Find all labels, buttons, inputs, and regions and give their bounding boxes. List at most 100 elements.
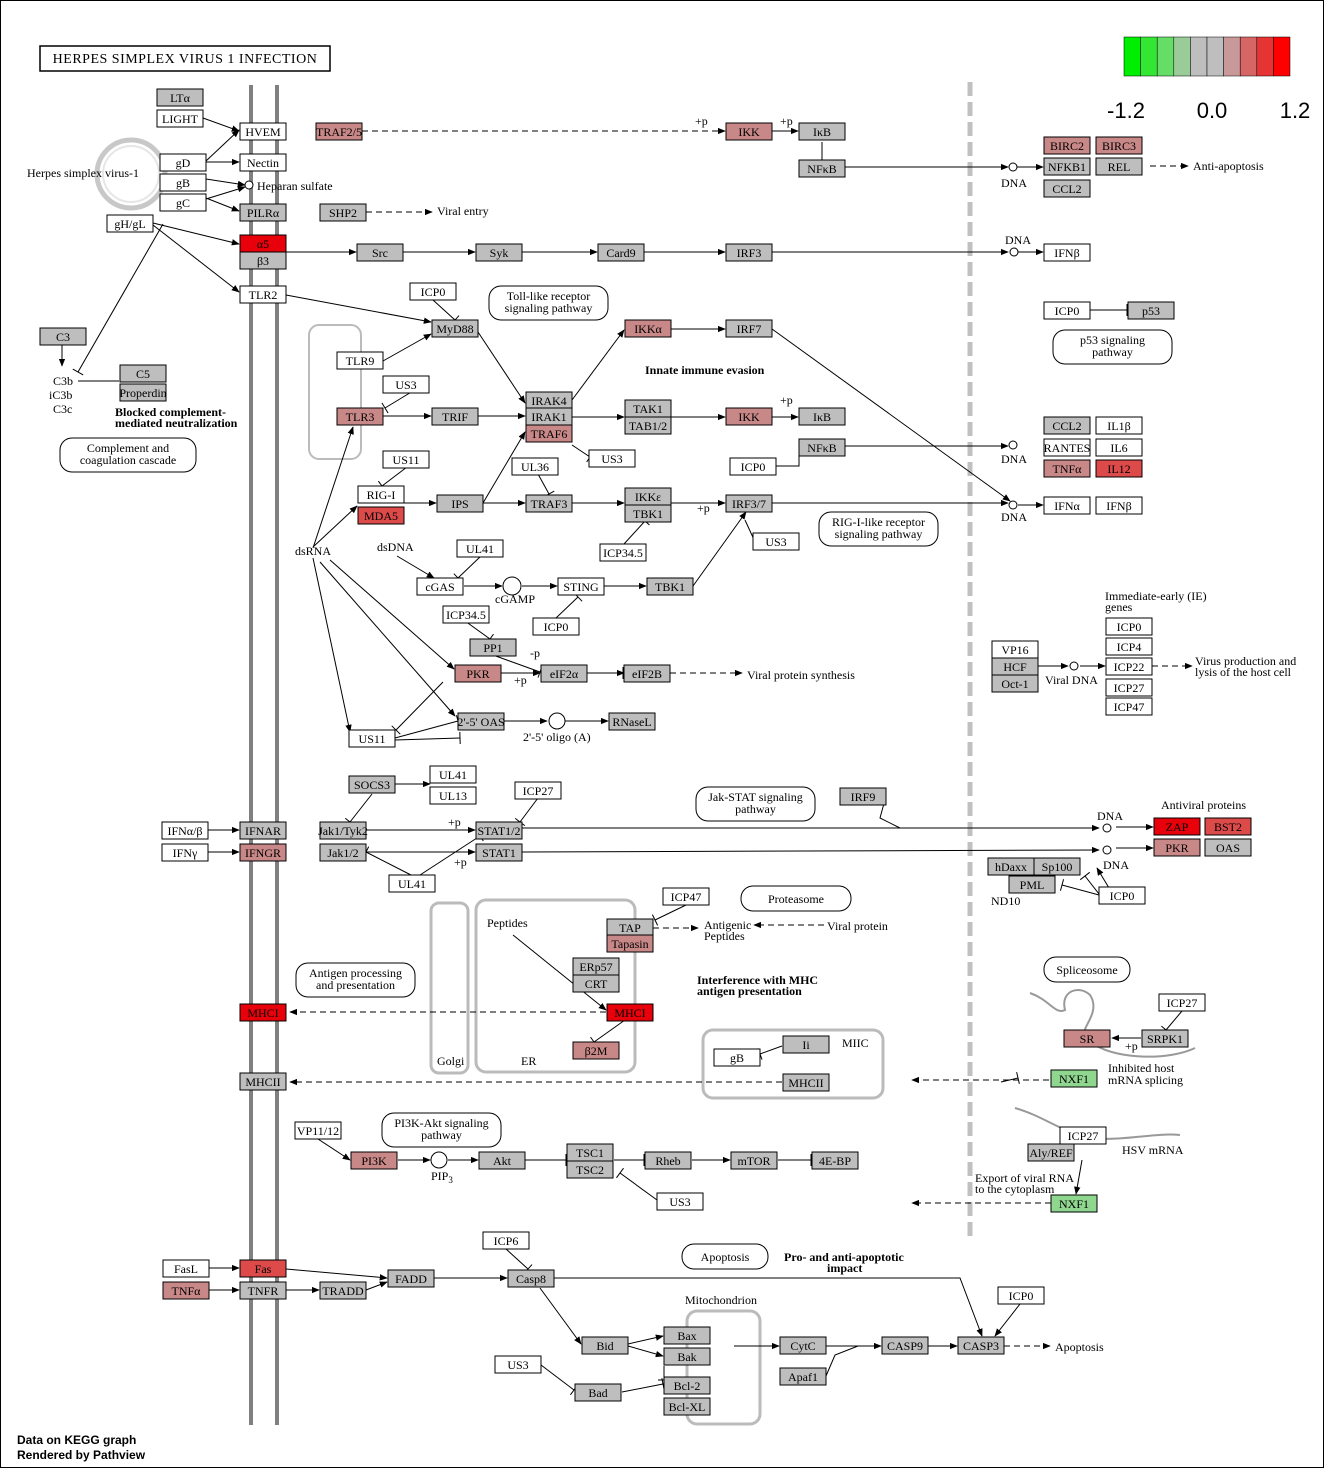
gene-node-nxf1b: NXF1 (1050, 1194, 1098, 1213)
gene-node-tbk1b: TBK1 (646, 577, 694, 596)
gene-box (162, 1281, 210, 1300)
label-inhibited2: mRNA splicing (1108, 1073, 1183, 1087)
gene-box (725, 319, 773, 338)
gene-node-tap: TAP (606, 918, 654, 937)
relation-edge (593, 1019, 626, 1043)
relation-edge (457, 555, 482, 579)
gene-label: ICP47 (671, 890, 702, 904)
gene-label: Src (372, 246, 388, 260)
gene-box (1095, 459, 1143, 478)
gene-node-ifngr: IFNGR (239, 843, 287, 862)
relation-edge (771, 328, 1011, 502)
relation-edge (1000, 1077, 1019, 1083)
gene-box (730, 1151, 778, 1170)
gene-label: CCL2 (1052, 419, 1081, 433)
gene-box (881, 1336, 929, 1355)
gene-box (663, 1397, 711, 1416)
gene-box (475, 843, 523, 862)
gene-node-crt: CRT (572, 974, 620, 993)
relation-edge (825, 1345, 859, 1377)
label-peptides: Peptides (487, 916, 528, 930)
label-ic3b: iC3b (49, 388, 72, 402)
gene-box (713, 1048, 761, 1067)
relation-edge (365, 851, 412, 876)
gene-node-shp2: SHP2 (319, 203, 367, 222)
gene-label: ICP27 (1114, 681, 1145, 695)
gene-box (436, 494, 484, 513)
relation-edge (539, 1287, 582, 1345)
gene-node-ie_icp47: ICP47 (1105, 697, 1153, 716)
legend-swatch (1140, 36, 1158, 77)
relation-edge (394, 720, 459, 739)
gene-label: mTOR (737, 1154, 770, 1168)
gene-box (1043, 157, 1091, 176)
gene-box (348, 729, 396, 748)
gene-node-jak1tyk2: Jak1/Tyk2 (318, 821, 368, 840)
pathway-label: Spliceosome (1056, 963, 1117, 977)
compound-node (1102, 845, 1112, 855)
gene-box (656, 1192, 704, 1211)
label-viral_protein: Viral protein (827, 919, 888, 933)
gene-label: Sp100 (1042, 860, 1073, 874)
relation-edge (384, 390, 414, 409)
gene-label: HCF (1003, 660, 1027, 674)
gene-node-nfkb2: NFκB (798, 438, 846, 457)
er-compartment (474, 898, 637, 1074)
inhibition-bar (1059, 879, 1065, 891)
gene-box (725, 243, 773, 262)
compound-node (1008, 500, 1018, 510)
label-dna: DNA (1001, 452, 1027, 466)
gene-label: US3 (507, 1358, 528, 1372)
gene-label: eIF2B (632, 667, 662, 681)
relation-edge (419, 835, 481, 876)
label-ie_genes1: Immediate-early (IE) (1105, 589, 1207, 603)
gene-label: RANTES (1044, 441, 1091, 455)
gene-label: Apaf1 (788, 1370, 818, 1384)
gene-label: IFNβ (1106, 499, 1131, 513)
gene-node-mhc1b: MHCI (606, 1003, 654, 1022)
gene-node-hvem: HVEM (239, 122, 287, 141)
label-cgamp: cGAMP (495, 592, 535, 606)
gene-node-rel: REL (1095, 157, 1143, 176)
gene-box (239, 1003, 287, 1022)
legend-swatch (1190, 36, 1208, 77)
gene-node-birc2: BIRC2 (1043, 136, 1091, 155)
gene-node-icp27b: ICP27 (1158, 993, 1206, 1012)
gene-box (574, 1383, 622, 1402)
gene-box (239, 1259, 287, 1278)
relation-edge (994, 1303, 1021, 1337)
gene-node-ikka: IKKα (624, 319, 672, 338)
gene-node-mhc1a: MHCI (239, 1003, 287, 1022)
pathway-box (381, 1112, 502, 1148)
gene-box (957, 1336, 1005, 1355)
gene-label: OAS (1216, 841, 1240, 855)
gene-node-ie_icp22: ICP22 (1105, 657, 1153, 676)
gene-label: IκB (813, 125, 831, 139)
gene-node-pml: PML (1008, 875, 1056, 894)
gene-box (725, 407, 773, 426)
compound-node (1009, 247, 1019, 257)
gene-box (456, 539, 504, 558)
gene-node-jak12: Jak1/2 (319, 843, 367, 862)
gene-node-il12: IL12 (1095, 459, 1143, 478)
gene-node-alyref: Aly/REF (1027, 1143, 1075, 1162)
gene-node-ifnar: IFNAR (239, 821, 287, 840)
gene-box (572, 974, 620, 993)
gene-label: REL (1108, 160, 1131, 174)
gene-node-bid: Bid (581, 1336, 629, 1355)
gene-label: IFNα/β (167, 824, 202, 838)
gene-box (991, 674, 1039, 693)
gene-box (532, 617, 580, 636)
gene-label: MHCI (247, 1006, 278, 1020)
gene-label: IRF7 (737, 322, 762, 336)
gene-label: ICP34.5 (603, 546, 643, 560)
gene-box (429, 786, 477, 805)
gene-node-bad: Bad (574, 1383, 622, 1402)
gene-node-oas25: 2'-5' OAS (457, 712, 505, 731)
gene-node-c3: C3 (39, 327, 87, 346)
gene-node-ccl2a: CCL2 (1043, 179, 1091, 198)
gene-node-oas: OAS (1204, 838, 1252, 857)
